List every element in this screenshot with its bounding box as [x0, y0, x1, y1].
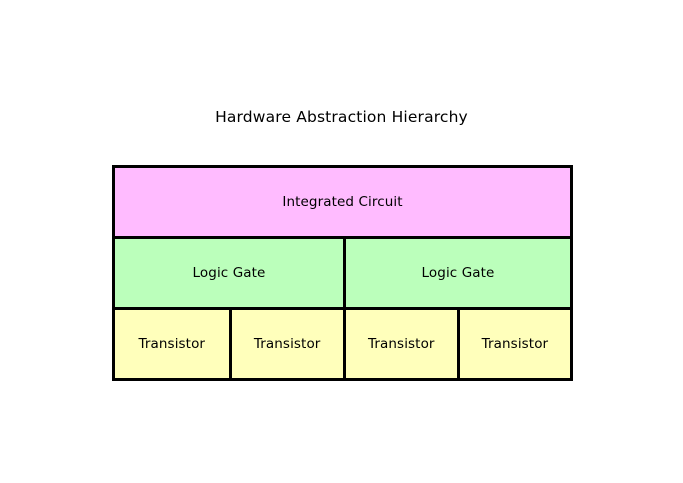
cell-label: Transistor [138, 336, 206, 352]
cell-transistor-2[interactable]: Transistor [228, 310, 343, 378]
hierarchy-diagram: Integrated Circuit Logic Gate Logic Gate… [112, 165, 573, 381]
cell-label: Transistor [481, 336, 549, 352]
cell-transistor-3[interactable]: Transistor [342, 310, 457, 378]
cell-label: Integrated Circuit [282, 194, 403, 210]
cell-integrated-circuit-1[interactable]: Integrated Circuit [115, 168, 570, 236]
cell-logic-gate-1[interactable]: Logic Gate [115, 239, 343, 307]
cell-label: Transistor [368, 336, 435, 352]
cell-label: Logic Gate [421, 265, 495, 281]
tier-row-logic-gate: Logic Gate Logic Gate [115, 236, 570, 307]
cell-transistor-1[interactable]: Transistor [115, 310, 229, 378]
page-title: Hardware Abstraction Hierarchy [215, 108, 468, 126]
cell-transistor-4[interactable]: Transistor [456, 310, 570, 378]
tier-row-transistor: Transistor Transistor Transistor Transis… [115, 307, 570, 378]
cell-label: Logic Gate [192, 265, 266, 281]
tier-row-integrated-circuit: Integrated Circuit [115, 168, 570, 236]
cell-logic-gate-2[interactable]: Logic Gate [342, 239, 570, 307]
cell-label: Transistor [253, 336, 321, 352]
